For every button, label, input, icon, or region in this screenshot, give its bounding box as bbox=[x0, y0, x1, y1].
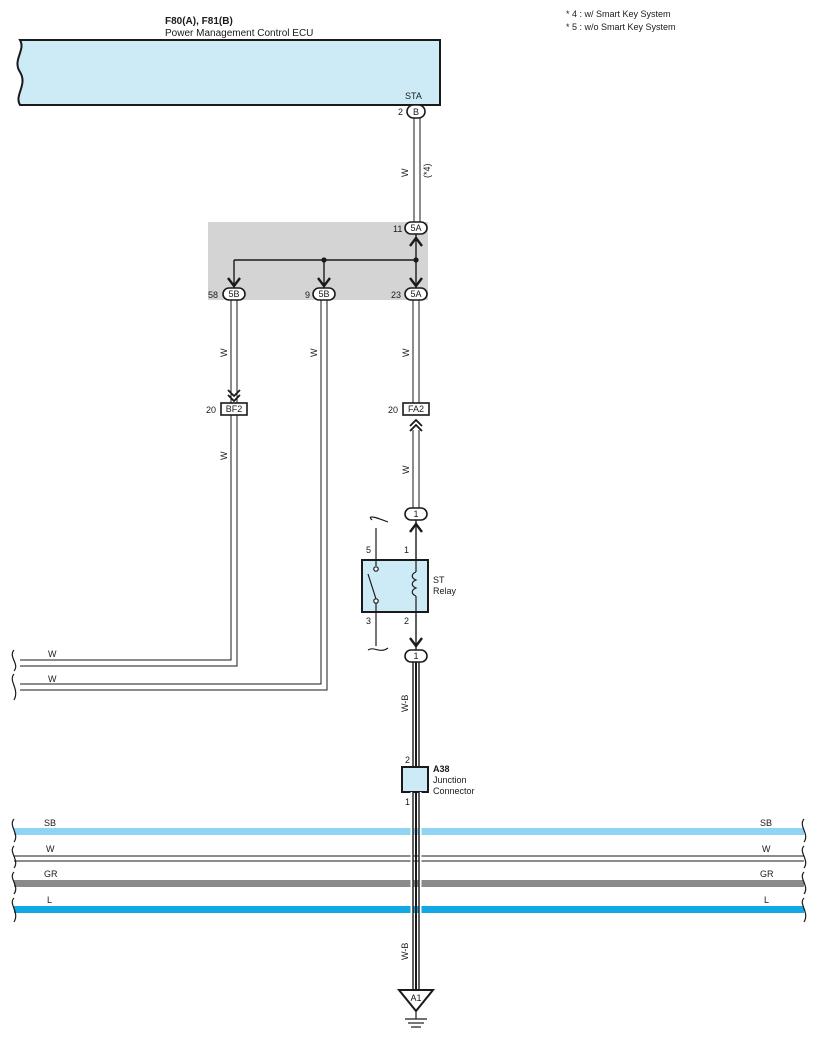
ecu-terminal-sta: STA bbox=[405, 91, 422, 101]
jb-out-connector-58-label: 5B bbox=[228, 289, 239, 299]
wire-label-wb-upper: W-B bbox=[400, 695, 410, 712]
bf2-pin: 20 bbox=[206, 405, 216, 415]
wire-l bbox=[14, 906, 804, 913]
jb-top-pin: 11 bbox=[393, 224, 402, 234]
wire-label-l-right: L bbox=[764, 895, 769, 905]
relay-bottom-feed bbox=[409, 612, 423, 650]
splice-dot-right bbox=[413, 257, 419, 263]
ecu-box bbox=[16, 39, 441, 106]
wire-gr bbox=[14, 880, 804, 887]
a38-line2: Connector bbox=[433, 786, 475, 796]
left-break-w2 bbox=[11, 673, 17, 701]
legend-note-4: * 4 : w/ Smart Key System bbox=[566, 9, 671, 19]
wire-label-gr-left: GR bbox=[44, 869, 58, 879]
harness-left-breaks bbox=[11, 818, 17, 923]
wire-label-w-bf2: W bbox=[219, 451, 229, 460]
wire-label-l-left: L bbox=[47, 895, 52, 905]
relay-pin3: 3 bbox=[366, 616, 371, 626]
wire-sb bbox=[14, 828, 804, 835]
wire-label-w-fa2: W bbox=[401, 465, 411, 474]
fa2-pin: 20 bbox=[388, 405, 398, 415]
ecu-connector-b bbox=[406, 104, 426, 119]
relay-pin1: 1 bbox=[404, 545, 409, 555]
legend-note-5: * 5 : w/o Smart Key System bbox=[566, 22, 676, 32]
jb-top-connector-label: 5A bbox=[410, 223, 421, 233]
relay-pin5-line bbox=[369, 516, 389, 560]
wire-label-w-left2: W bbox=[48, 674, 57, 684]
relay-pin2: 2 bbox=[404, 616, 409, 626]
fa2-connector bbox=[402, 402, 430, 416]
wire-bf2-to-left-harness bbox=[20, 415, 238, 667]
jb-out-connector-23-label: 5A bbox=[410, 289, 421, 299]
ground-label: A1 bbox=[410, 993, 421, 1003]
ground-icon bbox=[405, 1011, 427, 1028]
relay-top-connector-label: 1 bbox=[413, 509, 418, 519]
relay-coil-icon bbox=[411, 560, 418, 612]
splice-dot-center bbox=[321, 257, 327, 263]
wire-label-w-harness-right: W bbox=[762, 844, 771, 854]
relay-pin3-line bbox=[367, 612, 389, 651]
jb-out-pin-9: 9 bbox=[305, 290, 310, 300]
wire-fa2-to-relay bbox=[409, 418, 423, 508]
bf2-connector-label: BF2 bbox=[226, 404, 243, 414]
jb-out-connector-23 bbox=[404, 287, 428, 301]
jb-out-pin-58: 58 bbox=[208, 290, 218, 300]
a38-pin-bottom: 1 bbox=[405, 797, 410, 807]
ecu-name: Power Management Control ECU bbox=[165, 28, 313, 39]
wire-9-to-left-harness bbox=[20, 300, 328, 691]
wire-label-sb-right: SB bbox=[760, 818, 772, 828]
a38-line1: Junction bbox=[433, 775, 467, 785]
wire-58-to-bf2 bbox=[227, 300, 241, 403]
harness-right-breaks bbox=[801, 818, 807, 923]
jb-out-pin-23: 23 bbox=[391, 290, 401, 300]
wire-wb-a38-to-ground bbox=[410, 792, 422, 990]
relay-top-feed bbox=[409, 520, 423, 560]
wire-wb-relay-to-a38 bbox=[412, 662, 420, 766]
wire-label-wb-lower: W-B bbox=[400, 943, 410, 960]
a38-id: A38 bbox=[433, 764, 450, 774]
a38-box bbox=[401, 766, 429, 793]
relay-name-line2: Relay bbox=[433, 586, 457, 596]
wire-label-w-harness-left: W bbox=[46, 844, 55, 854]
relay-name-line1: ST bbox=[433, 575, 445, 585]
wire-label-w-top: W bbox=[400, 168, 410, 177]
harness-wires bbox=[14, 828, 804, 913]
wire-label-gr-right: GR bbox=[760, 869, 774, 879]
bf2-connector bbox=[220, 402, 248, 416]
ground-triangle bbox=[396, 989, 436, 1013]
relay-bottom-connector-label: 1 bbox=[413, 651, 418, 661]
relay-switch-icon bbox=[367, 560, 379, 612]
wire-23-to-fa2 bbox=[412, 300, 420, 403]
fa2-connector-label: FA2 bbox=[408, 404, 424, 414]
a38-pin-top: 2 bbox=[405, 755, 410, 765]
wire-note-star4: (*4) bbox=[422, 163, 432, 178]
wire-ecu-to-jb bbox=[413, 118, 421, 222]
wire-label-w-left1: W bbox=[48, 649, 57, 659]
junction-block bbox=[208, 222, 428, 300]
jb-out-connector-9-label: 5B bbox=[318, 289, 329, 299]
wire-label-sb-left: SB bbox=[44, 818, 56, 828]
left-break-w1 bbox=[11, 649, 17, 672]
jb-out-connector-58 bbox=[222, 287, 246, 301]
ecu-pin-number: 2 bbox=[398, 107, 403, 117]
wire-label-w-23: W bbox=[401, 348, 411, 357]
ecu-id: F80(A), F81(B) bbox=[165, 16, 233, 27]
wire-label-w-9: W bbox=[309, 348, 319, 357]
relay-pin5: 5 bbox=[366, 545, 371, 555]
jb-out-connector-9 bbox=[312, 287, 336, 301]
relay-box bbox=[361, 559, 429, 613]
wire-label-w-58: W bbox=[219, 348, 229, 357]
ecu-connector-label: B bbox=[413, 107, 419, 117]
